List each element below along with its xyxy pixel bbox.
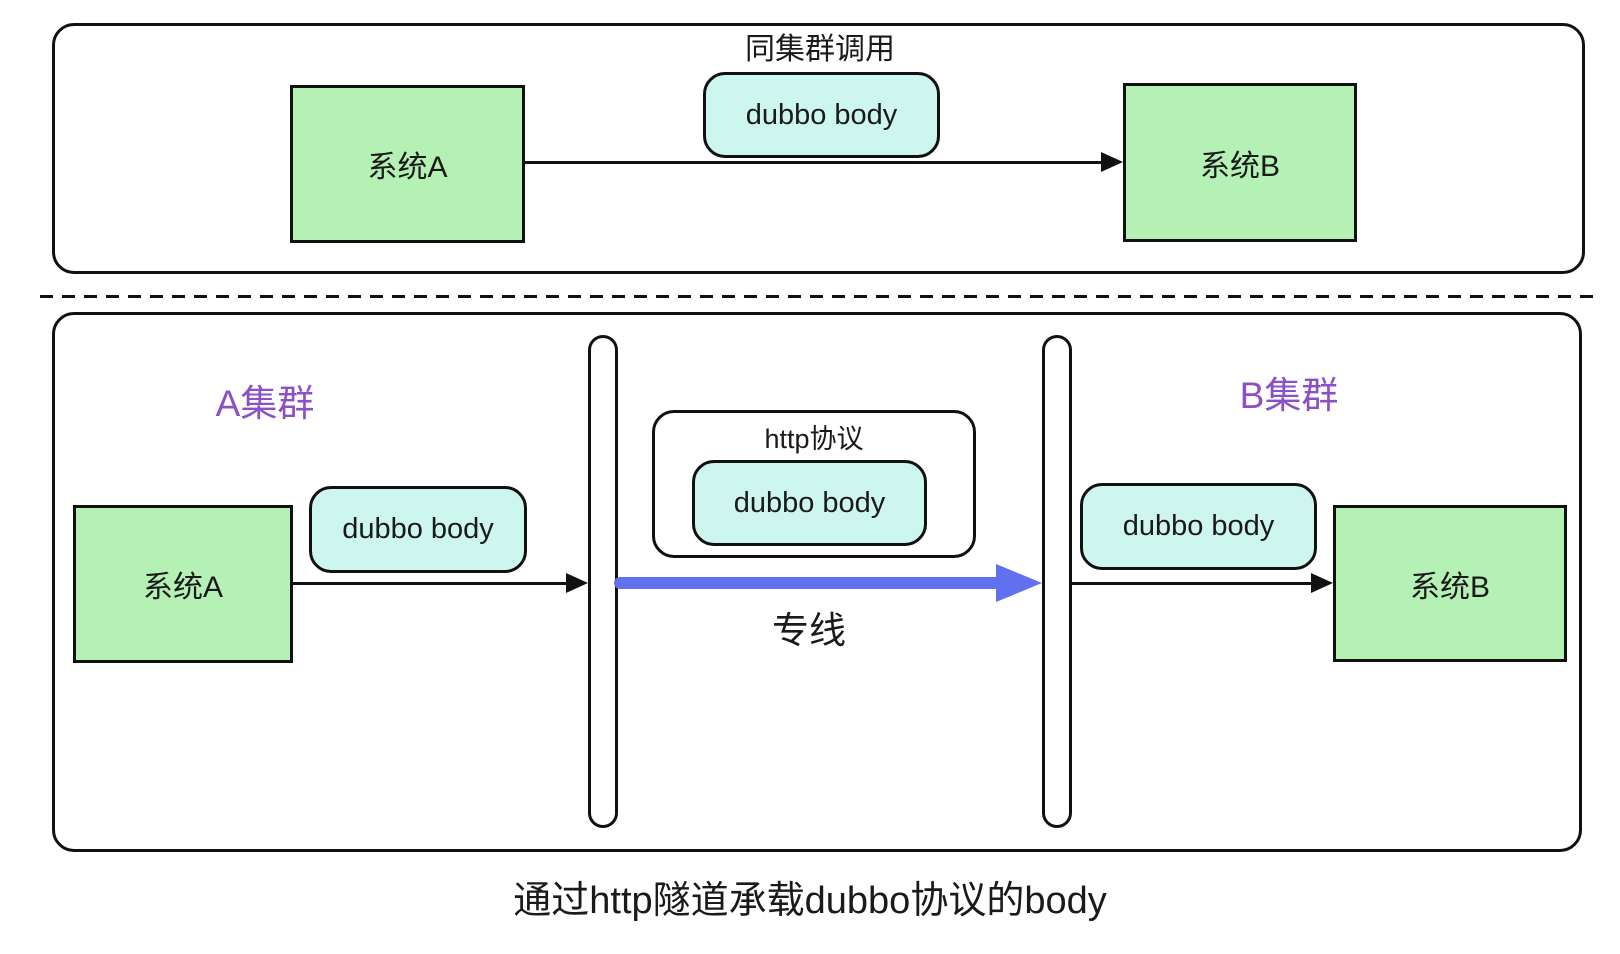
system-a-to-gateway-arrow-line: [293, 582, 570, 585]
dedicated-line-arrowhead-icon: [996, 564, 1042, 602]
cluster-a-label: A集群: [215, 383, 315, 424]
system-a-to-gateway-arrowhead-icon: [566, 573, 588, 593]
bottom-system-b-box: 系统B: [1333, 505, 1567, 662]
http-protocol-title: http协议: [764, 423, 864, 454]
top-system-b-label: 系统B: [1199, 149, 1280, 183]
top-arrow-line: [525, 161, 1105, 164]
cluster-b-gateway-bar: [1042, 335, 1072, 828]
dedicated-line-arrow-shaft: [614, 577, 999, 589]
top-system-a-label: 系统A: [367, 151, 448, 184]
gateway-to-system-b-arrowhead-icon: [1311, 573, 1333, 593]
bottom-left-dubbo-body-pill: dubbo body: [309, 486, 527, 573]
http-dubbo-body-pill: dubbo body: [692, 460, 927, 546]
bottom-system-a-box: 系统A: [73, 505, 293, 663]
gateway-to-system-b-arrow-line: [1072, 582, 1313, 585]
top-arrowhead-icon: [1101, 152, 1123, 172]
bottom-system-a-label: 系统A: [142, 571, 223, 604]
section-divider-dashed-line: [40, 295, 1600, 298]
bottom-left-dubbo-body-label: dubbo body: [342, 513, 494, 545]
dedicated-line-label: 专线: [772, 610, 846, 651]
diagram-caption: 通过http隧道承载dubbo协议的body: [513, 879, 1107, 922]
bottom-right-dubbo-body-label: dubbo body: [1122, 510, 1275, 542]
top-dubbo-body-pill: dubbo body: [703, 72, 940, 158]
same-cluster-title: 同集群调用: [745, 33, 895, 66]
top-system-b-box: 系统B: [1123, 83, 1357, 242]
bottom-right-dubbo-body-pill: dubbo body: [1080, 483, 1317, 570]
top-dubbo-body-label: dubbo body: [745, 98, 898, 131]
bottom-system-b-label: 系统B: [1409, 570, 1490, 604]
top-system-a-box: 系统A: [290, 85, 525, 243]
http-dubbo-body-label: dubbo body: [733, 486, 886, 519]
cluster-b-label: B集群: [1239, 375, 1339, 416]
